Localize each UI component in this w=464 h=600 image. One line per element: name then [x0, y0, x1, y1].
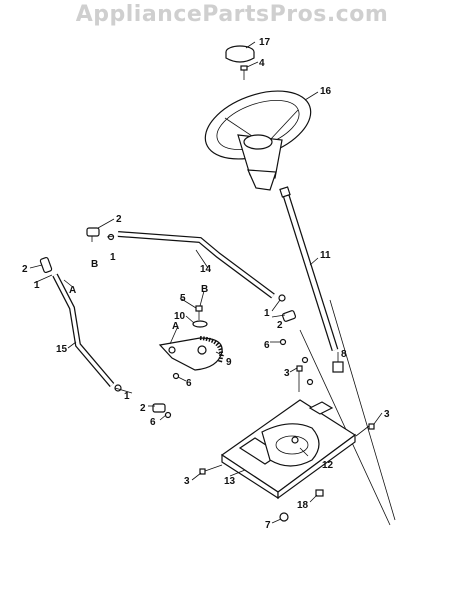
callout-14: 14 [200, 264, 212, 275]
callout-3c: 3 [184, 476, 190, 487]
lock-nut [279, 338, 287, 346]
callout-6b: 6 [186, 378, 192, 389]
callout-13: 13 [224, 476, 236, 487]
nut [278, 294, 286, 302]
callout-2c: 2 [277, 320, 283, 331]
callout-9: 9 [226, 357, 232, 368]
nut [315, 489, 324, 497]
callout-8: 8 [341, 349, 347, 360]
washer [192, 320, 208, 328]
callout-12: 12 [322, 460, 334, 471]
pivot-plate [261, 423, 320, 467]
callout-7: 7 [265, 520, 271, 531]
pinion-gear [332, 361, 344, 373]
callout-Ab: A [172, 321, 179, 332]
callout-2a: 2 [116, 214, 122, 225]
callout-17: 17 [259, 37, 271, 48]
bolt [195, 305, 203, 320]
reference-line [329, 299, 396, 521]
lock-nut [164, 411, 172, 419]
steering-wheel [204, 90, 312, 191]
callout-3b: 3 [384, 409, 390, 420]
lock-nut [306, 378, 314, 386]
callout-5: 5 [180, 293, 186, 304]
callout-15: 15 [56, 344, 68, 355]
callout-1a: 1 [110, 252, 116, 263]
bolt [355, 423, 375, 437]
callout-1c: 1 [264, 308, 270, 319]
callout-1d: 1 [124, 391, 130, 402]
callout-1b: 1 [34, 280, 40, 291]
ball-joint [39, 257, 53, 273]
ball-joint [86, 227, 100, 242]
callout-3a: 3 [284, 368, 290, 379]
callout-16: 16 [320, 86, 332, 97]
callout-Bb: B [201, 284, 208, 295]
callout-18: 18 [297, 500, 309, 511]
callout-6c: 6 [150, 417, 156, 428]
reference-line [299, 329, 391, 526]
callout-2d: 2 [140, 403, 146, 414]
nut [279, 512, 289, 522]
callout-Ba: B [91, 259, 98, 270]
lock-nut [301, 356, 309, 364]
callout-Aa: A [69, 285, 76, 296]
tie-rod-upper [117, 231, 275, 299]
screw [240, 65, 248, 80]
steering-shaft [279, 186, 339, 352]
callout-10: 10 [174, 311, 186, 322]
lock-nut [172, 372, 180, 380]
steering-cap [225, 45, 255, 63]
tie-rod-lower [52, 273, 115, 387]
bolt [199, 464, 223, 475]
callout-4: 4 [259, 58, 265, 69]
sector-gear [158, 336, 223, 371]
bolt [296, 365, 303, 392]
leader-lines [29, 41, 383, 524]
callout-11: 11 [320, 250, 331, 261]
ball-joint [281, 310, 297, 322]
ball-joint [152, 403, 166, 413]
callout-6a: 6 [264, 340, 270, 351]
watermark: AppliancePartsPros.com [75, 2, 389, 27]
callout-2b: 2 [22, 264, 28, 275]
